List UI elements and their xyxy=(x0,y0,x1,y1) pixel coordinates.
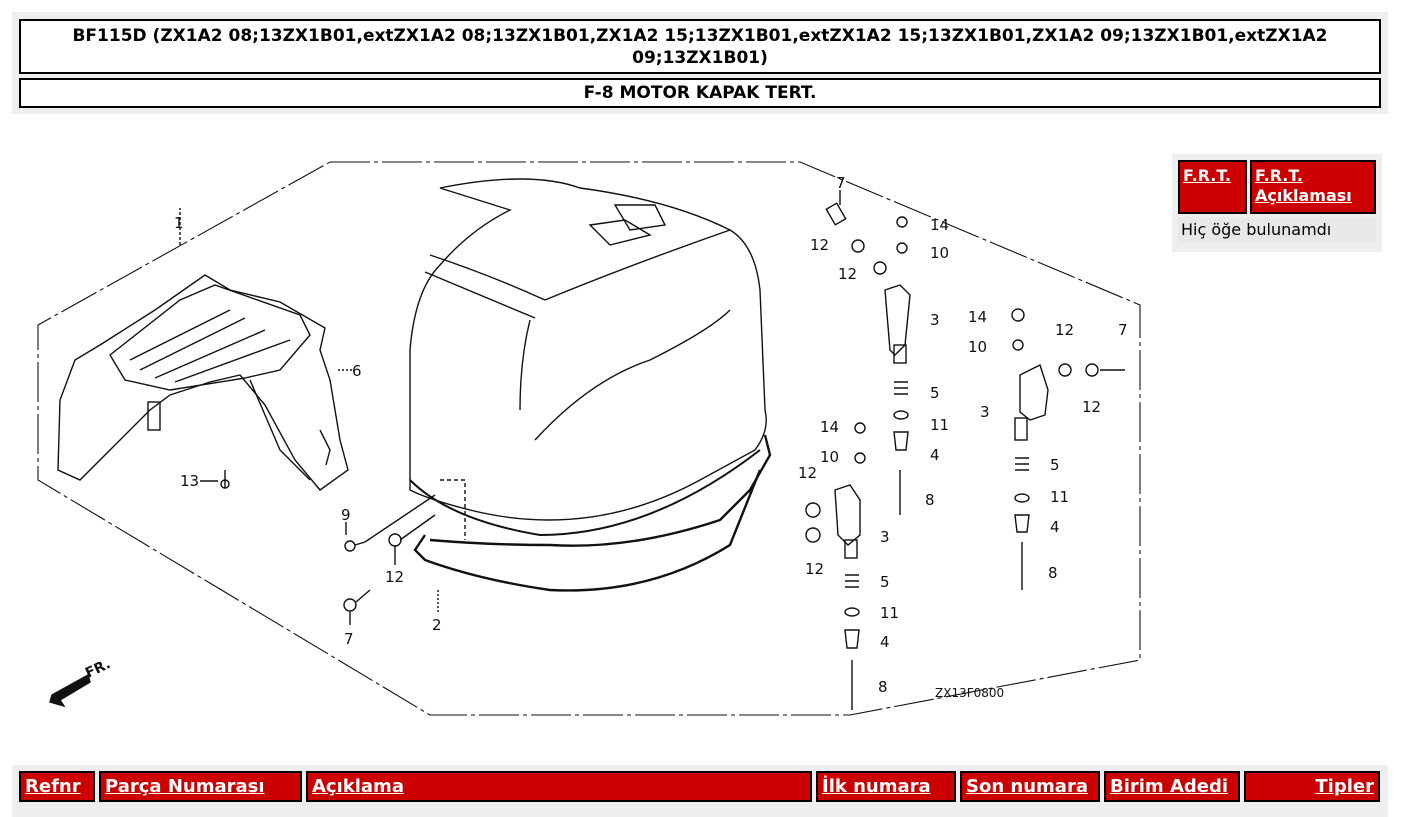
svg-text:1: 1 xyxy=(174,214,184,232)
model-title: BF115D (ZX1A2 08;13ZX1B01,extZX1A2 08;13… xyxy=(19,19,1381,74)
latch-assembly-lower[interactable] xyxy=(805,484,861,710)
types-sort-link[interactable]: Tipler xyxy=(1315,776,1374,797)
first-number-sort-link[interactable]: İlk numara xyxy=(822,776,931,797)
svg-text:12: 12 xyxy=(798,464,817,482)
svg-text:12: 12 xyxy=(1055,321,1074,339)
part-9-bolt[interactable] xyxy=(344,540,366,552)
svg-text:10: 10 xyxy=(820,448,839,466)
latch-assembly-top[interactable] xyxy=(825,202,911,515)
svg-text:3: 3 xyxy=(980,403,990,421)
svg-text:7: 7 xyxy=(344,630,354,648)
frt-description-column-header[interactable]: F.R.T. Açıklaması xyxy=(1250,160,1376,214)
svg-text:11: 11 xyxy=(930,416,949,434)
svg-text:11: 11 xyxy=(1050,488,1069,506)
parts-table: Refnr Parça Numarası Açıklama İlk numara… xyxy=(12,765,1388,817)
front-arrow-icon: FR. xyxy=(49,656,113,708)
svg-text:7: 7 xyxy=(1118,321,1128,339)
svg-text:6: 6 xyxy=(352,362,362,380)
frt-description-sort-link[interactable]: F.R.T. Açıklaması xyxy=(1255,166,1352,205)
svg-text:10: 10 xyxy=(968,338,987,356)
svg-text:4: 4 xyxy=(930,446,940,464)
column-last-number[interactable]: Son numara xyxy=(960,771,1100,802)
svg-text:7: 7 xyxy=(836,174,846,192)
svg-text:5: 5 xyxy=(1050,456,1060,474)
svg-text:5: 5 xyxy=(930,384,940,402)
svg-text:10: 10 xyxy=(930,244,949,262)
svg-text:3: 3 xyxy=(930,311,940,329)
header-panel: BF115D (ZX1A2 08;13ZX1B01,extZX1A2 08;13… xyxy=(12,12,1388,114)
parts-diagram[interactable]: 1 6 13 2 xyxy=(30,150,1160,730)
svg-text:8: 8 xyxy=(1048,564,1058,582)
frt-column-header[interactable]: F.R.T. xyxy=(1178,160,1247,214)
column-unit-quantity[interactable]: Birim Adedi xyxy=(1104,771,1240,802)
part-2-seal[interactable] xyxy=(413,469,762,592)
svg-text:12: 12 xyxy=(1082,398,1101,416)
svg-text:14: 14 xyxy=(930,216,949,234)
part-13-screw[interactable] xyxy=(220,470,230,489)
parts-table-header: Refnr Parça Numarası Açıklama İlk numara… xyxy=(19,771,1381,802)
svg-text:12: 12 xyxy=(805,560,824,578)
svg-text:4: 4 xyxy=(1050,518,1060,536)
svg-text:4: 4 xyxy=(880,633,890,651)
refnr-sort-link[interactable]: Refnr xyxy=(25,776,81,797)
svg-text:5: 5 xyxy=(880,573,890,591)
frt-table: F.R.T. F.R.T. Açıklaması Hiç öğe bulunam… xyxy=(1172,154,1382,252)
svg-text:12: 12 xyxy=(810,236,829,254)
section-title: F-8 MOTOR KAPAK TERT. xyxy=(19,78,1381,108)
part-number-sort-link[interactable]: Parça Numarası xyxy=(105,776,265,797)
svg-text:8: 8 xyxy=(925,491,935,509)
diagram-code: ZX13F0800 xyxy=(935,686,1004,700)
unit-quantity-sort-link[interactable]: Birim Adedi xyxy=(1110,776,1229,797)
svg-text:8: 8 xyxy=(878,678,888,696)
frt-sort-link[interactable]: F.R.T. xyxy=(1183,166,1231,185)
column-refnr[interactable]: Refnr xyxy=(19,771,95,802)
svg-text:14: 14 xyxy=(820,418,839,436)
description-sort-link[interactable]: Açıklama xyxy=(312,776,404,797)
svg-text:FR.: FR. xyxy=(83,656,113,681)
last-number-sort-link[interactable]: Son numara xyxy=(966,776,1088,797)
svg-text:11: 11 xyxy=(880,604,899,622)
frt-empty-message: Hiç öğe bulunamdı xyxy=(1178,217,1376,243)
svg-text:3: 3 xyxy=(880,528,890,546)
column-first-number[interactable]: İlk numara xyxy=(816,771,956,802)
svg-text:9: 9 xyxy=(341,506,351,524)
svg-text:12: 12 xyxy=(385,568,404,586)
column-types[interactable]: Tipler xyxy=(1244,771,1380,802)
part-12-grommet[interactable] xyxy=(388,533,402,547)
svg-text:12: 12 xyxy=(838,265,857,283)
column-description[interactable]: Açıklama xyxy=(306,771,812,802)
part-6-inner-cover[interactable] xyxy=(57,274,349,491)
svg-text:2: 2 xyxy=(432,616,442,634)
latch-assembly-right[interactable] xyxy=(1011,308,1125,590)
part-7-bolt[interactable] xyxy=(343,589,371,612)
svg-text:14: 14 xyxy=(968,308,987,326)
engine-cover[interactable] xyxy=(409,178,772,547)
column-part-number[interactable]: Parça Numarası xyxy=(99,771,302,802)
svg-text:13: 13 xyxy=(180,472,199,490)
